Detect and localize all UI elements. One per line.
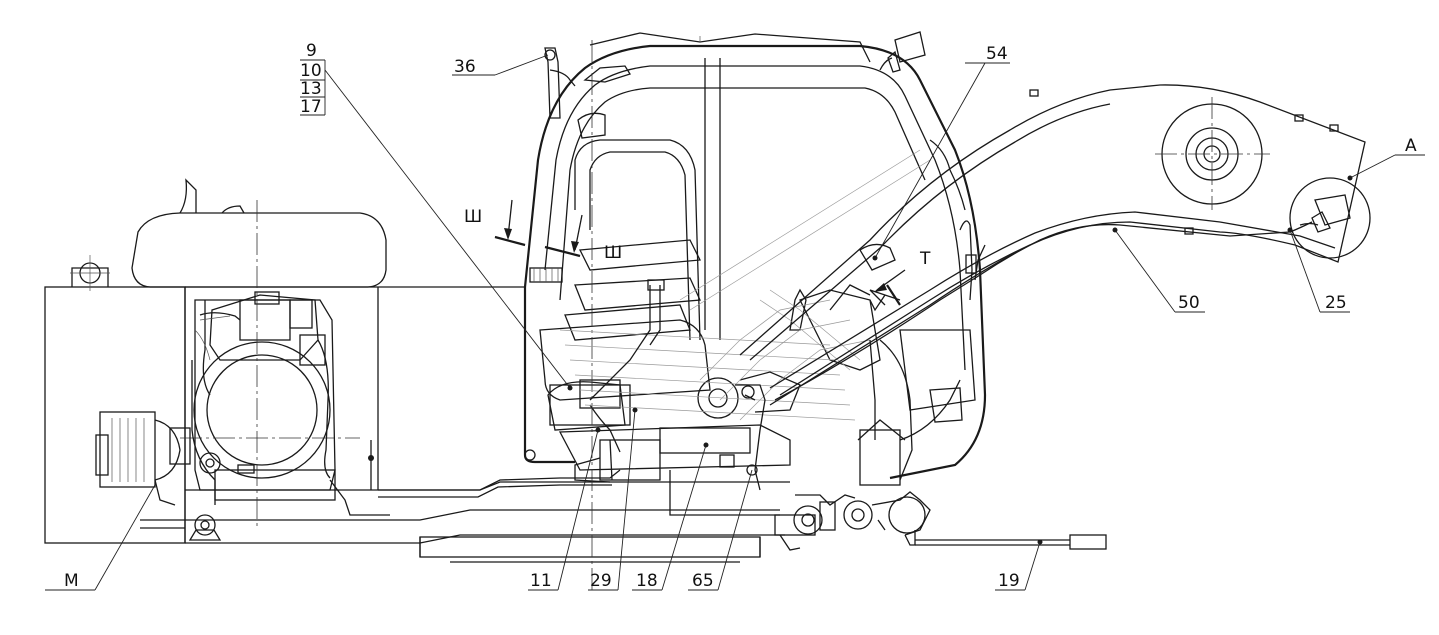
ghost-lines bbox=[559, 149, 931, 421]
callout-sh-right: Ш bbox=[604, 243, 622, 263]
cab bbox=[523, 31, 987, 590]
valves bbox=[774, 491, 1107, 551]
counterweight bbox=[44, 286, 186, 544]
callout-18: 18 bbox=[636, 571, 658, 591]
radiator bbox=[95, 411, 191, 506]
section-arrows bbox=[494, 199, 906, 306]
callout-36: 36 bbox=[454, 57, 476, 77]
detail-a-circle bbox=[1289, 177, 1371, 259]
fuel-tank bbox=[131, 212, 387, 288]
callout-50: 50 bbox=[1178, 293, 1200, 313]
callout-17: 17 bbox=[300, 97, 322, 117]
callout-11: 11 bbox=[530, 571, 552, 591]
callout-10: 10 bbox=[300, 61, 322, 81]
cab-front-lower bbox=[523, 287, 575, 464]
plug-19 bbox=[1069, 534, 1107, 550]
leaders bbox=[45, 54, 1425, 591]
callout-A: А bbox=[1405, 136, 1417, 156]
callout-19: 19 bbox=[998, 571, 1020, 591]
engine-flywheel bbox=[193, 341, 331, 479]
callout-65: 65 bbox=[692, 571, 714, 591]
callout-25: 25 bbox=[1325, 293, 1347, 313]
callout-T: Т bbox=[919, 249, 931, 269]
chassis bbox=[44, 255, 790, 563]
callout-29: 29 bbox=[590, 571, 612, 591]
callout-M: М bbox=[64, 571, 79, 591]
engine bbox=[131, 178, 390, 530]
cab-outline bbox=[523, 44, 987, 480]
callout-13: 13 bbox=[300, 79, 322, 99]
track-frame bbox=[419, 536, 761, 558]
callout-labels: 9 10 13 17 36 54 А Т Ш Ш 50 25 М 11 29 1… bbox=[64, 41, 1417, 591]
callout-54: 54 bbox=[986, 44, 1008, 64]
radiator-core bbox=[99, 411, 156, 488]
callout-sh-left: Ш bbox=[464, 207, 482, 227]
callout-9: 9 bbox=[306, 41, 317, 61]
